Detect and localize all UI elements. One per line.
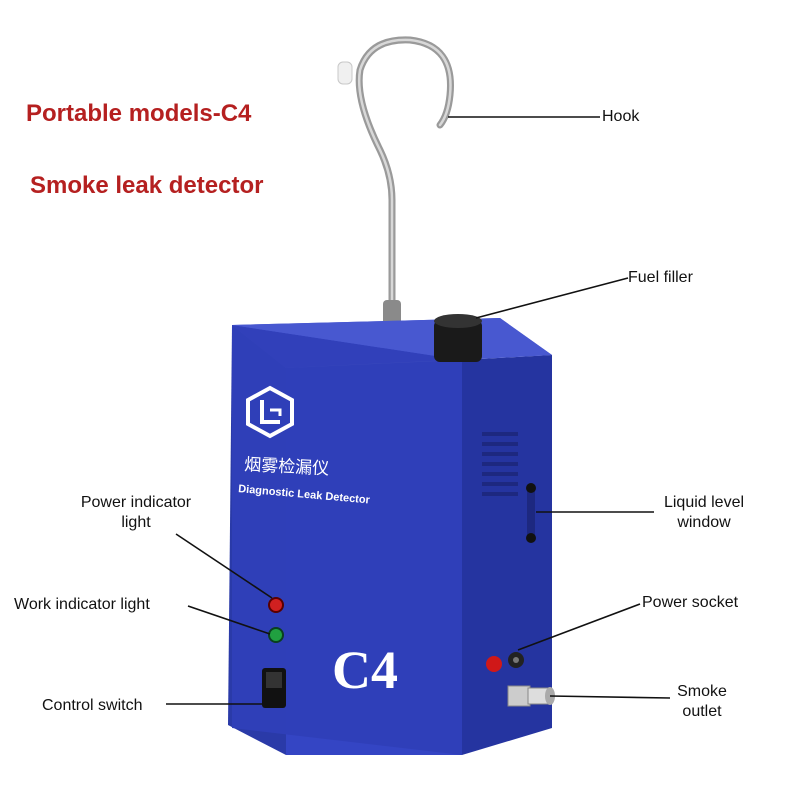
callout-lines — [166, 116, 671, 705]
side-vent — [482, 432, 518, 496]
label-smoke-outlet-line2: outlet — [682, 703, 722, 720]
power-socket — [486, 652, 524, 672]
label-power-indicator-line1: Power indicator — [80, 494, 192, 511]
label-liquid-level-line1: Liquid level — [663, 494, 745, 511]
label-liquid-level-line2: window — [677, 514, 731, 531]
label-power-socket: Power socket — [642, 594, 739, 611]
label-control-switch: Control switch — [42, 697, 143, 714]
device-model-mark: C4 — [332, 640, 398, 700]
fuel-filler-cap — [434, 320, 482, 362]
label-work-indicator: Work indicator light — [14, 596, 150, 613]
hook — [355, 36, 454, 316]
headline-product: Smoke leak detector — [30, 172, 264, 199]
brand-logo — [246, 385, 294, 439]
label-hook: Hook — [602, 108, 640, 125]
label-smoke-outlet-line1: Smoke — [677, 683, 727, 700]
hook-tip — [337, 61, 353, 85]
label-power-indicator-line2: light — [121, 514, 151, 531]
liquid-level-window — [526, 483, 536, 543]
headline-model: Portable models-C4 — [26, 100, 252, 127]
label-power-indicator: Power indicator light — [56, 493, 216, 533]
label-liquid-level: Liquid level window — [654, 493, 754, 533]
smoke-outlet — [507, 685, 555, 707]
work-indicator-light — [268, 627, 284, 643]
power-indicator-light — [268, 597, 284, 613]
device-chinese-name: 烟雾检漏仪 — [244, 455, 330, 479]
label-fuel-filler: Fuel filler — [628, 269, 693, 286]
label-smoke-outlet: Smoke outlet — [662, 682, 742, 722]
